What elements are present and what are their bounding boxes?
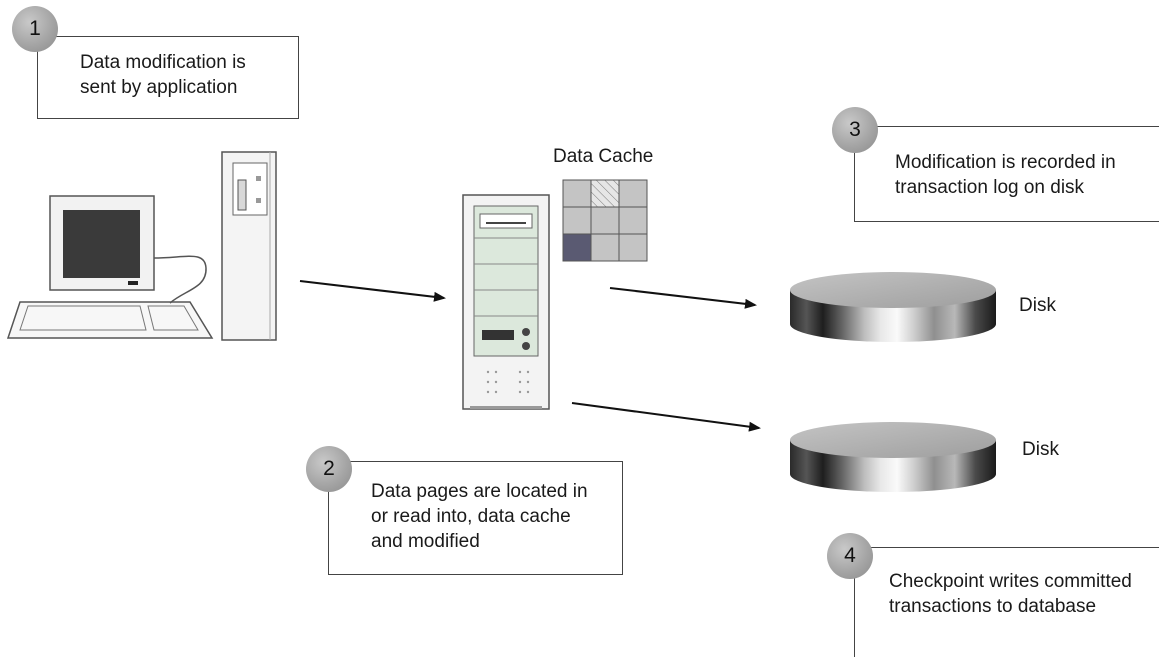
disk-label: Disk [1019,295,1056,316]
step-4-box: Checkpoint writes committed transactions… [854,547,1159,657]
step-1-text-line2: sent by application [80,77,238,98]
step-4-text-line2: transactions to database [889,596,1097,617]
step-3-text-line1: Modification is recorded in [895,152,1116,173]
disk-icon [790,422,996,492]
step-1-badge: 1 [12,6,58,52]
step-3-badge: 3 [832,107,878,153]
diagram-graphics [6,151,996,492]
disk-label: Disk [1022,439,1059,460]
arrow-to-data-disk [571,402,761,432]
arrow-to-log-disk [609,287,757,309]
data-cache-grid-icon [562,179,648,262]
data-cache-label: Data Cache [553,146,654,167]
step-4-text-line1: Checkpoint writes committed [889,571,1132,592]
step-4-badge: 4 [827,533,873,579]
step-2-text-line1: Data pages are located in [371,481,588,502]
workstation-icon [6,151,277,341]
step-2-text-line2: or read into, data cache [371,506,571,527]
step-3-text-line2: transaction log on disk [895,177,1085,198]
arrow-to-server [299,280,446,302]
step-2-badge: 2 [306,446,352,492]
step-2-box: Data pages are located in or read into, … [328,461,623,575]
step-1-text-line1: Data modification is [80,52,246,73]
step-2-text-line3: and modified [371,531,480,552]
step-1-box: Data modification is sent by application [37,36,299,119]
disk-icon [790,272,996,342]
step-3-box: Modification is recorded in transaction … [854,126,1159,222]
server-icon [462,194,550,410]
